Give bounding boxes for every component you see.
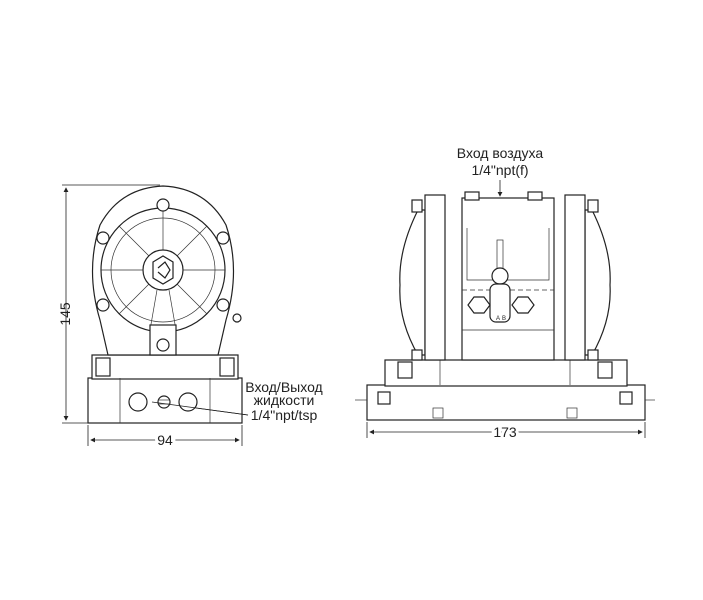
- front-height-dimension: 145: [57, 184, 160, 424]
- front-width-dimension: 94: [87, 425, 243, 451]
- fluid-port-right: [178, 392, 198, 412]
- side-width-label: 173: [493, 424, 517, 440]
- width-dimension-label: 94: [157, 432, 173, 448]
- air-valve-center: A B: [461, 191, 555, 361]
- side-width-dimension: 173: [366, 421, 646, 443]
- air-inlet-callout: Вход воздуха 1/4"npt(f): [457, 145, 544, 197]
- side-housings: [399, 194, 611, 361]
- air-inlet-size: 1/4"npt(f): [471, 162, 528, 178]
- port-b-label: B: [502, 316, 506, 322]
- fluid-port-label: Вход/Выход: [245, 379, 322, 395]
- front-housing: [91, 185, 242, 356]
- side-base: [355, 359, 655, 421]
- air-inlet-label: Вход воздуха: [457, 145, 544, 161]
- side-view: A B Вход воздуха 1/4"npt(f) 173: [355, 145, 655, 443]
- fluid-port-label-2: жидкости: [254, 392, 315, 408]
- fluid-port-callout: Вход/Выход жидкости 1/4"npt/tsp: [151, 379, 323, 423]
- port-a-fitting: [467, 296, 491, 314]
- front-view: 145 94 Вход/Выход жидкости 1/4"npt/tsp: [57, 184, 323, 451]
- fluid-port-size: 1/4"npt/tsp: [251, 407, 318, 423]
- port-b-fitting: [511, 296, 535, 314]
- height-dimension-label: 145: [57, 302, 73, 326]
- bolts: [96, 198, 242, 352]
- fluid-port-left: [128, 392, 148, 412]
- port-a-label: A: [496, 316, 500, 322]
- front-base: [87, 354, 243, 424]
